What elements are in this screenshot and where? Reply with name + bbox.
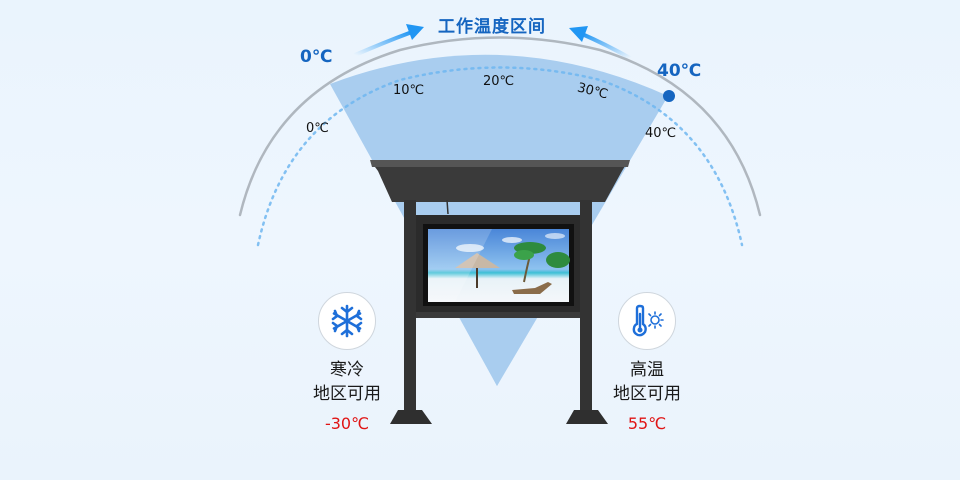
thermometer-icon-badge <box>618 292 676 350</box>
dial-tick-0: 0℃ <box>306 121 329 136</box>
snowflake-icon-badge <box>318 292 376 350</box>
outdoor-kiosk <box>370 160 630 424</box>
range-sector-tip <box>461 318 533 386</box>
dial-outer-arc <box>238 36 762 217</box>
arrow-right-icon <box>569 26 632 60</box>
dial-tick-10: 10℃ <box>393 83 425 98</box>
snowflake-icon <box>331 304 363 338</box>
dial-tick-20: 20℃ <box>483 74 515 89</box>
feature-cold-line2: 地区可用 <box>313 384 381 404</box>
feature-hot-temperature: 55℃ <box>627 414 667 433</box>
feature-hot-region: 高温 地区可用 55℃ <box>597 292 697 433</box>
feature-cold-region: 寒冷 地区可用 -30℃ <box>297 292 397 433</box>
range-end-label: 40℃ <box>657 61 702 81</box>
dial-tick-40: 40℃ <box>645 126 677 141</box>
arrow-left-icon <box>353 24 424 57</box>
page-title: 工作温度区间 <box>438 17 546 37</box>
feature-hot-text: 高温 地区可用 <box>597 358 697 406</box>
feature-hot-line2: 地区可用 <box>613 384 681 404</box>
screen-display <box>428 229 569 302</box>
dial-inner-dotted-arc <box>256 66 744 247</box>
feature-hot-line1: 高温 <box>630 360 664 380</box>
thermometer-sun-icon <box>632 304 664 337</box>
range-end-dot <box>663 90 675 102</box>
feature-cold-line1: 寒冷 <box>330 360 364 380</box>
range-start-label: 0℃ <box>300 47 333 67</box>
feature-cold-text: 寒冷 地区可用 <box>297 358 397 406</box>
feature-cold-temperature: -30℃ <box>324 414 370 433</box>
